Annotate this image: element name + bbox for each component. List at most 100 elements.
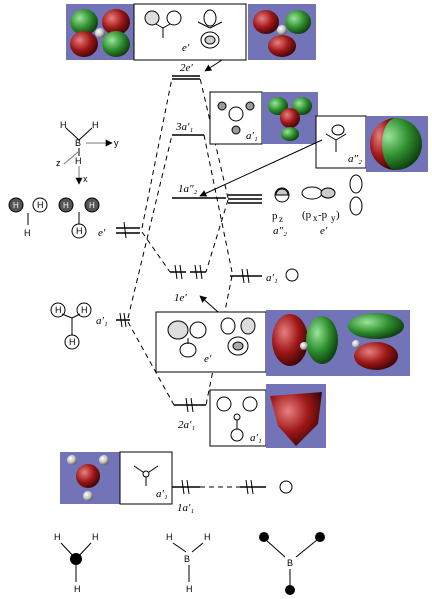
- svg-text:x: x: [313, 213, 318, 223]
- electron-spin-icon: [123, 312, 127, 328]
- svg-text:H: H: [74, 584, 81, 594]
- arrow-icon: [204, 59, 223, 72]
- electron-spin-icon: [241, 268, 245, 284]
- electron-spin-icon: [190, 397, 194, 413]
- svg-text:H: H: [37, 200, 44, 210]
- level-label-1a1: 1a′₁: [177, 502, 194, 514]
- level-label-1e: 1e′: [174, 292, 187, 304]
- orbital-lobe-icon: [220, 317, 236, 335]
- svg-text:B: B: [287, 558, 293, 568]
- orbital-lobe-icon: [58, 197, 74, 213]
- svg-text:H: H: [92, 120, 99, 130]
- fragment-label-a1-b: a′₁: [266, 272, 278, 284]
- orbital-lobe-icon: [144, 10, 160, 26]
- svg-text:H: H: [81, 305, 88, 315]
- svg-text:p: p: [272, 210, 278, 222]
- svg-text:-p: -p: [318, 209, 328, 221]
- level-label-2e: 2e′: [180, 62, 193, 74]
- panel-3a1: a′₁: [209, 91, 318, 145]
- axes-diagram: H H B H y z x: [56, 120, 119, 185]
- electron-spin-icon: [123, 221, 127, 239]
- svg-text:a′₁: a′₁: [246, 130, 258, 142]
- orbital-lobe-icon: [272, 314, 308, 366]
- atom-sphere-icon: [277, 25, 287, 35]
- orbital-lobe-icon: [268, 97, 288, 115]
- atom-sphere-icon: [259, 532, 269, 542]
- svg-text:(p: (p: [302, 209, 312, 221]
- electron-spin-icon: [245, 479, 249, 495]
- orbital-lobe-icon: [84, 197, 100, 213]
- level-label-2a1: 2a′₁: [178, 419, 195, 431]
- boron-fragment: p z a″₂ (p x -p y ) e′ a′₁: [228, 174, 363, 495]
- panel-2a1: a′₁: [209, 384, 326, 448]
- electron-spin-icon: [194, 264, 198, 280]
- svg-text:z: z: [56, 158, 61, 168]
- fragment-label-e: e′: [98, 227, 106, 239]
- orbital-lobe-icon: [348, 313, 404, 339]
- svg-text:H: H: [54, 532, 61, 542]
- panel-label-e: e′: [182, 42, 190, 54]
- panel-a2: a″₂: [315, 115, 428, 172]
- orbital-lobe-icon: [349, 196, 363, 216]
- orbital-lobe-icon: [102, 31, 130, 57]
- svg-text:H: H: [55, 305, 62, 315]
- orbital-lobe-icon: [8, 197, 24, 213]
- svg-text:H: H: [24, 228, 31, 238]
- atom-sphere-icon: [95, 28, 105, 38]
- svg-text:y: y: [331, 213, 336, 223]
- orbital-lobe-icon: [281, 127, 299, 141]
- orbital-lobe-icon: [228, 106, 244, 122]
- electron-spin-icon: [174, 264, 178, 280]
- svg-text:H: H: [204, 532, 211, 542]
- panel-1a1: a′₁: [60, 451, 173, 505]
- arrow-icon: [199, 139, 323, 197]
- orbital-lobe-icon: [76, 302, 92, 318]
- svg-text:B: B: [184, 554, 190, 564]
- electron-spin-icon: [181, 479, 185, 495]
- level-label-1a2: 1a″₂: [178, 183, 198, 195]
- svg-text:z: z: [279, 214, 283, 224]
- orbital-lobe-icon: [279, 480, 293, 494]
- electron-spin-icon: [179, 264, 183, 280]
- panel-2e: e′: [66, 3, 316, 61]
- p-z-sym: a″₂: [273, 225, 287, 237]
- orbital-lobe-icon: [349, 174, 363, 194]
- atom-sphere-icon: [285, 585, 295, 595]
- svg-text:): ): [336, 209, 340, 221]
- svg-text:H: H: [76, 226, 83, 236]
- orbital-lobe-icon: [270, 392, 322, 446]
- orbital-lobe-icon: [285, 268, 299, 282]
- orbital-lobe-icon: [253, 10, 279, 34]
- svg-text:a′₁: a′₁: [156, 488, 168, 500]
- svg-text:H: H: [69, 337, 76, 347]
- electron-spin-icon: [186, 479, 190, 495]
- svg-text:B: B: [75, 138, 81, 148]
- orbital-lobe-icon: [301, 186, 323, 200]
- orbital-lobe-icon: [268, 35, 296, 57]
- orbital-lobe-icon: [331, 124, 345, 136]
- svg-text:H: H: [13, 201, 19, 210]
- svg-text:H: H: [186, 584, 193, 594]
- level-label-3a1: 3a′₁: [175, 121, 193, 133]
- svg-text:a′₁: a′₁: [250, 432, 262, 444]
- orbital-lobe-icon: [230, 428, 244, 442]
- orbital-lobe-icon: [292, 97, 312, 115]
- orbital-lobe-icon: [70, 9, 98, 35]
- orbital-lobe-icon: [280, 108, 300, 128]
- svg-text:y: y: [114, 138, 119, 148]
- orbital-lobe-icon: [242, 396, 258, 412]
- svg-text:H: H: [92, 532, 99, 542]
- orbital-lobe-icon: [285, 10, 311, 34]
- orbital-lobe-icon: [306, 316, 338, 364]
- orbital-lobe-icon: [102, 9, 130, 35]
- electron-spin-icon: [185, 397, 189, 413]
- svg-text:a″₂: a″₂: [348, 153, 362, 165]
- electron-spin-icon: [250, 479, 254, 495]
- electron-spin-icon: [199, 264, 203, 280]
- orbital-lobe-icon: [240, 317, 256, 335]
- svg-text:x: x: [83, 174, 88, 184]
- orbital-lobe-icon: [179, 342, 197, 358]
- orbital-lobe-icon: [189, 321, 207, 339]
- p-xy-sym: e′: [320, 225, 328, 237]
- svg-text:H: H: [63, 201, 69, 210]
